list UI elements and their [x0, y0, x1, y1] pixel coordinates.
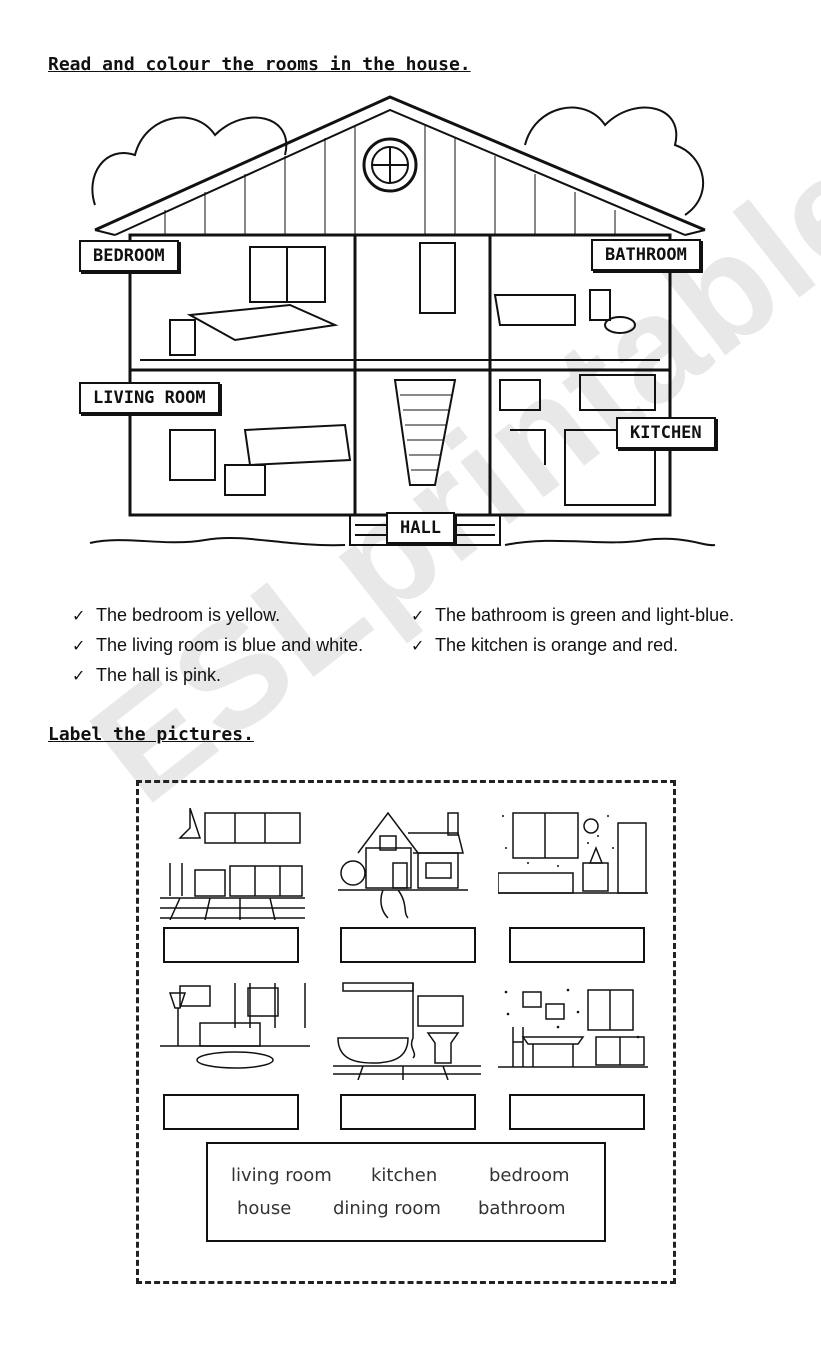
kitchen-picture: [160, 808, 305, 920]
check-icon: ✓: [411, 638, 425, 655]
word-bank-item: living room: [231, 1165, 332, 1186]
word-bank-item: dining room: [333, 1198, 441, 1219]
answer-box-6[interactable]: [509, 1094, 645, 1130]
label-living-room: LIVING ROOM: [79, 382, 220, 414]
answer-box-5[interactable]: [340, 1094, 476, 1130]
check-icon: ✓: [72, 608, 86, 625]
word-bank-item: house: [237, 1198, 292, 1219]
section1-heading: Read and colour the rooms in the house.: [48, 54, 471, 75]
statements-right: ✓The bathroom is green and light-blue. ✓…: [411, 600, 734, 660]
label-bedroom: BEDROOM: [79, 240, 179, 272]
house-cutaway-illustration: [89, 95, 716, 547]
dining-room-picture: [498, 988, 648, 1068]
answer-box-1[interactable]: [163, 927, 299, 963]
word-bank-item: bedroom: [489, 1165, 570, 1186]
bedroom-picture: [498, 812, 648, 894]
label-bathroom: BATHROOM: [591, 239, 701, 271]
check-icon: ✓: [411, 608, 425, 625]
answer-box-3[interactable]: [509, 927, 645, 963]
section2-heading: Label the pictures.: [48, 724, 254, 745]
living-room-picture: [160, 983, 310, 1069]
check-icon: ✓: [72, 638, 86, 655]
house-picture: [338, 811, 468, 919]
statement: ✓The living room is blue and white.: [72, 630, 363, 660]
word-bank-item: kitchen: [371, 1165, 438, 1186]
word-bank: [206, 1142, 606, 1242]
statement: ✓The bathroom is green and light-blue.: [411, 600, 734, 630]
statements-left: ✓The bedroom is yellow. ✓The living room…: [72, 600, 363, 690]
statement: ✓The kitchen is orange and red.: [411, 630, 734, 660]
answer-box-2[interactable]: [340, 927, 476, 963]
answer-box-4[interactable]: [163, 1094, 299, 1130]
label-hall: HALL: [386, 512, 455, 544]
label-kitchen: KITCHEN: [616, 417, 716, 449]
label-exercise-box: [136, 780, 676, 1284]
statement: ✓The bedroom is yellow.: [72, 600, 363, 630]
bathroom-picture: [333, 982, 481, 1080]
statement: ✓The hall is pink.: [72, 660, 363, 690]
check-icon: ✓: [72, 668, 86, 685]
word-bank-item: bathroom: [478, 1198, 566, 1219]
